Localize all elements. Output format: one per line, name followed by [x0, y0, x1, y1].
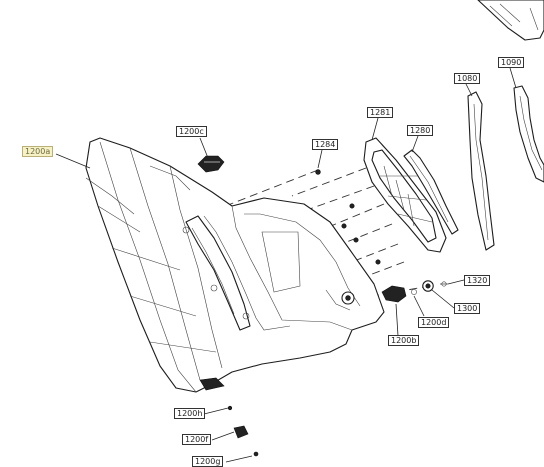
- callout-1200c: 1200c: [176, 126, 207, 137]
- callout-1090: 1090: [498, 57, 525, 68]
- part-1200c-clip: [197, 155, 225, 173]
- callout-1200g: 1200g: [192, 456, 224, 467]
- part-1090-bracket: [513, 85, 544, 183]
- callout-1080: 1080: [454, 73, 481, 84]
- callout-1200a: 1200a: [22, 146, 54, 157]
- part-1284-clips: [315, 169, 381, 265]
- part-1200b-fastener: [381, 285, 407, 303]
- part-1281-grille: [363, 137, 447, 253]
- part-1300-nut: [422, 280, 434, 292]
- part-1200g-screw: [253, 451, 259, 457]
- part-1080-trim-strip: [467, 91, 495, 251]
- part-1200a-side-panel: [85, 137, 385, 393]
- part-1200d-washer: [411, 289, 417, 295]
- part-1320-screw: [440, 281, 448, 287]
- callout-leader-lines: [55, 67, 517, 463]
- top-right-part-fragment: [477, 0, 544, 41]
- part-1280-seal: [403, 149, 459, 235]
- callout-1200b: 1200b: [388, 335, 420, 346]
- callout-1200f: 1200f: [182, 434, 212, 445]
- callout-1281: 1281: [367, 107, 394, 118]
- callout-1300: 1300: [454, 303, 481, 314]
- callout-1200h: 1200h: [174, 408, 206, 419]
- callout-1280: 1280: [407, 125, 434, 136]
- part-1200h-pin: [227, 405, 233, 411]
- callout-1284: 1284: [312, 139, 339, 150]
- callout-1200d: 1200d: [418, 317, 450, 328]
- part-1200f-clip: [233, 425, 249, 439]
- callout-1320: 1320: [464, 275, 491, 286]
